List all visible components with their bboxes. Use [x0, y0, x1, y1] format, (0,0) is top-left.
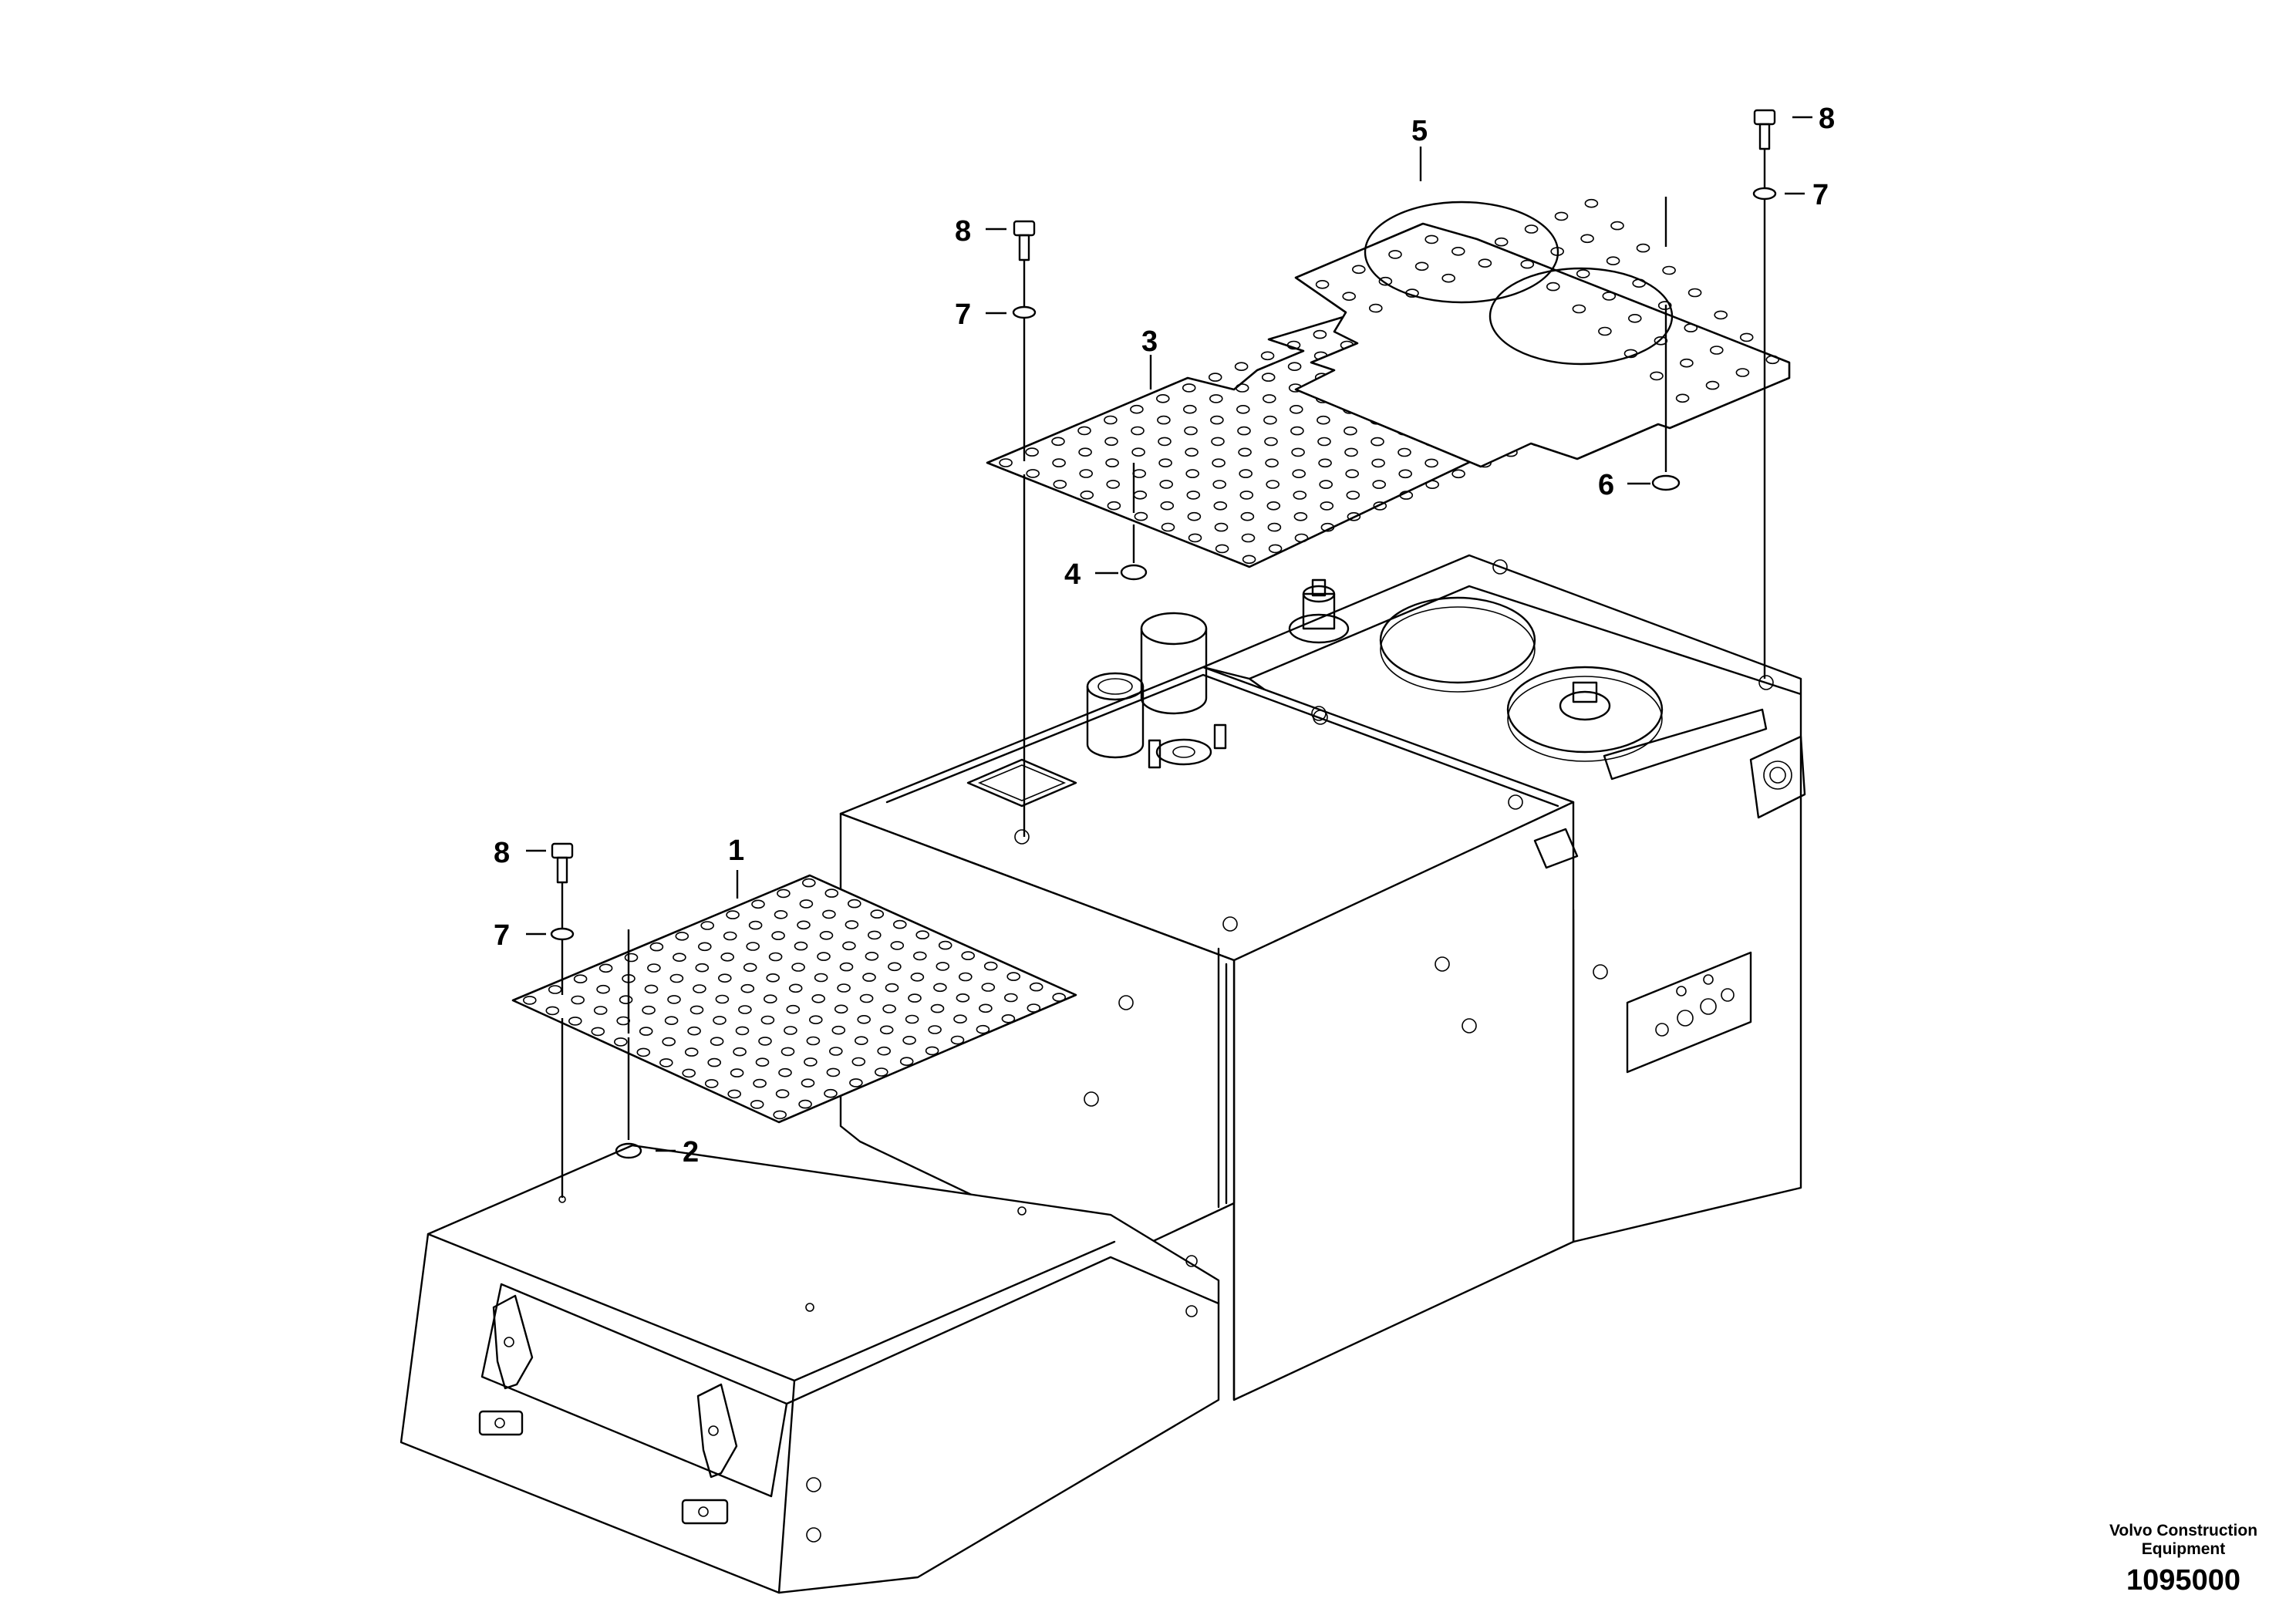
grommet-6	[1651, 474, 1681, 491]
bolt-8-middle	[1013, 220, 1036, 261]
callout-2: 2	[683, 1136, 699, 1168]
callout-7-middle: 7	[955, 298, 971, 331]
callout-8-left: 8	[494, 837, 510, 869]
side-plate	[1626, 951, 1752, 1074]
callout-5: 5	[1411, 115, 1428, 147]
callout-7-right: 7	[1812, 179, 1829, 211]
part-number: 1095000	[2126, 1564, 2240, 1597]
breather	[1288, 578, 1350, 644]
plate-5-holes	[1315, 198, 1780, 403]
grommet-4	[1120, 564, 1148, 581]
callout-7-left: 7	[494, 919, 510, 952]
flange-fitting	[1749, 735, 1806, 819]
callout-3: 3	[1141, 325, 1158, 358]
plate-1-holes	[522, 878, 1066, 1120]
round-cover-1	[1379, 596, 1536, 693]
round-cover-2	[1506, 666, 1664, 762]
washer-7-left	[550, 927, 575, 941]
bolt-8-left	[551, 842, 574, 884]
callout-8-right: 8	[1819, 103, 1835, 135]
washer-7-middle	[1012, 305, 1037, 319]
grommet-2	[615, 1142, 642, 1159]
company-name-line-1: Volvo Construction	[2109, 1522, 2257, 1539]
company-name-line-2: Equipment	[2142, 1540, 2226, 1558]
machine-body	[400, 554, 1806, 1594]
latch-left	[478, 1294, 534, 1436]
callout-1: 1	[728, 835, 744, 867]
filter-canister	[1086, 612, 1227, 769]
callout-4: 4	[1064, 558, 1081, 591]
bolt-8-right	[1753, 109, 1776, 150]
washer-7-right	[1752, 187, 1777, 201]
grating-plate-1	[511, 874, 1077, 1124]
callout-8-middle: 8	[955, 215, 971, 248]
latch-right	[681, 1383, 738, 1525]
callout-6: 6	[1598, 469, 1614, 501]
